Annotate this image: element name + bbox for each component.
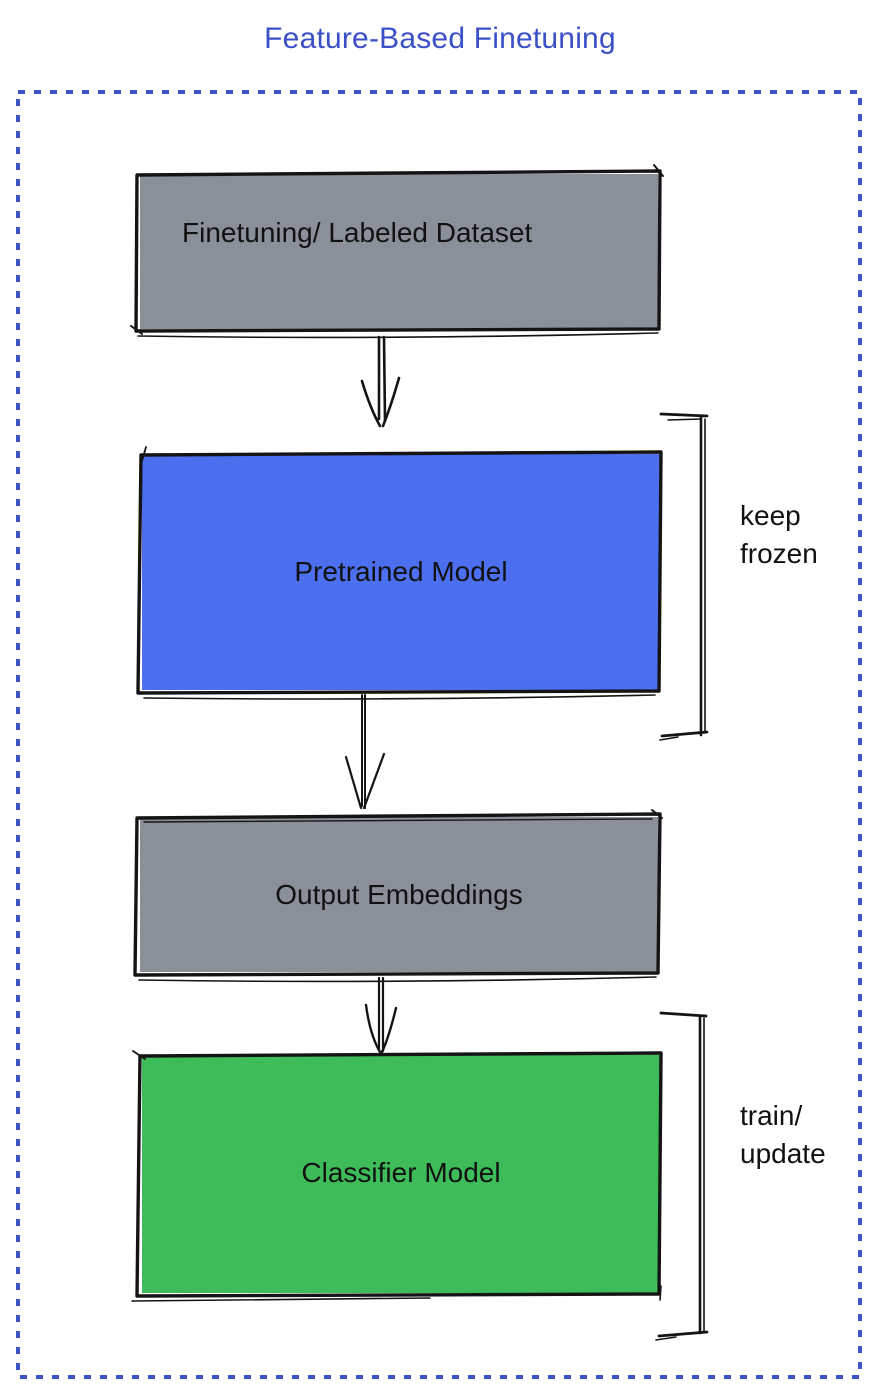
dataset-box [140, 174, 658, 329]
classifier-box-right-tick [659, 1285, 662, 1301]
dataset-label: Finetuning/ Labeled Dataset [182, 217, 533, 248]
arrow-embeddings-to-classifier-barb-right [380, 1006, 398, 1054]
keep-frozen-bracket-top-cap2 [667, 418, 702, 421]
train-update-bracket-bottom-cap [657, 1330, 709, 1338]
arrow-dataset-to-pretrained-barb-right [381, 376, 401, 428]
dataset-box-corner-tick2 [130, 325, 143, 335]
embeddings-box [140, 817, 658, 972]
pretrained-box-outline [136, 450, 663, 695]
train-update-line2: update [740, 1138, 826, 1169]
keep-frozen-label: keep frozen [740, 497, 818, 573]
classifier-box-outline [135, 1051, 663, 1298]
keep-frozen-bracket-bottom-cap [660, 730, 709, 738]
keep-frozen-bracket-bottom-tick [659, 736, 679, 741]
diagram-title: Feature-Based Finetuning [264, 22, 616, 55]
embeddings-box-corner-tick [651, 809, 663, 819]
arrow-dataset-to-pretrained-barb-left [360, 379, 382, 428]
pretrained-box-corner-tick [139, 446, 147, 469]
train-update-label: train/ update [740, 1097, 826, 1173]
classifier-box [142, 1055, 660, 1293]
classifier-box-bottom-doubleline [131, 1297, 431, 1302]
keep-frozen-bracket-top-cap [659, 412, 709, 418]
classifier-label: Classifier Model [301, 1157, 501, 1188]
embeddings-box-bottom-doubleline [138, 976, 657, 983]
train-update-bracket-top-cap [659, 1011, 708, 1018]
embeddings-label: Output Embeddings [275, 879, 523, 910]
dataset-box-bottom-doubleline [137, 332, 659, 339]
pretrained-box-bottom-doubleline [143, 694, 656, 700]
arrow-pretrained-to-embeddings-barb-right [362, 752, 386, 810]
dataset-box-corner-tick [653, 164, 664, 177]
train-update-bracket-bottom-tick [655, 1336, 677, 1341]
embeddings-box-top-doubleline [143, 818, 653, 823]
train-update-line1: train/ [740, 1100, 803, 1131]
pretrained-box [142, 454, 660, 690]
keep-frozen-line2: frozen [740, 538, 818, 569]
embeddings-box-outline [133, 812, 662, 977]
arrow-dataset-to-pretrained-shaft-right [382, 335, 387, 423]
arrow-embeddings-to-classifier-barb-left [364, 1003, 382, 1054]
pretrained-label: Pretrained Model [294, 556, 508, 587]
sketch-strokes [130, 164, 709, 1341]
dotted-frame [16, 90, 862, 1379]
dataset-box-outline [134, 169, 662, 333]
arrow-pretrained-to-embeddings-barb-left [344, 755, 363, 810]
keep-frozen-line1: keep [740, 500, 801, 531]
classifier-box-corner-tick [132, 1050, 146, 1060]
node-fills [140, 174, 660, 1293]
